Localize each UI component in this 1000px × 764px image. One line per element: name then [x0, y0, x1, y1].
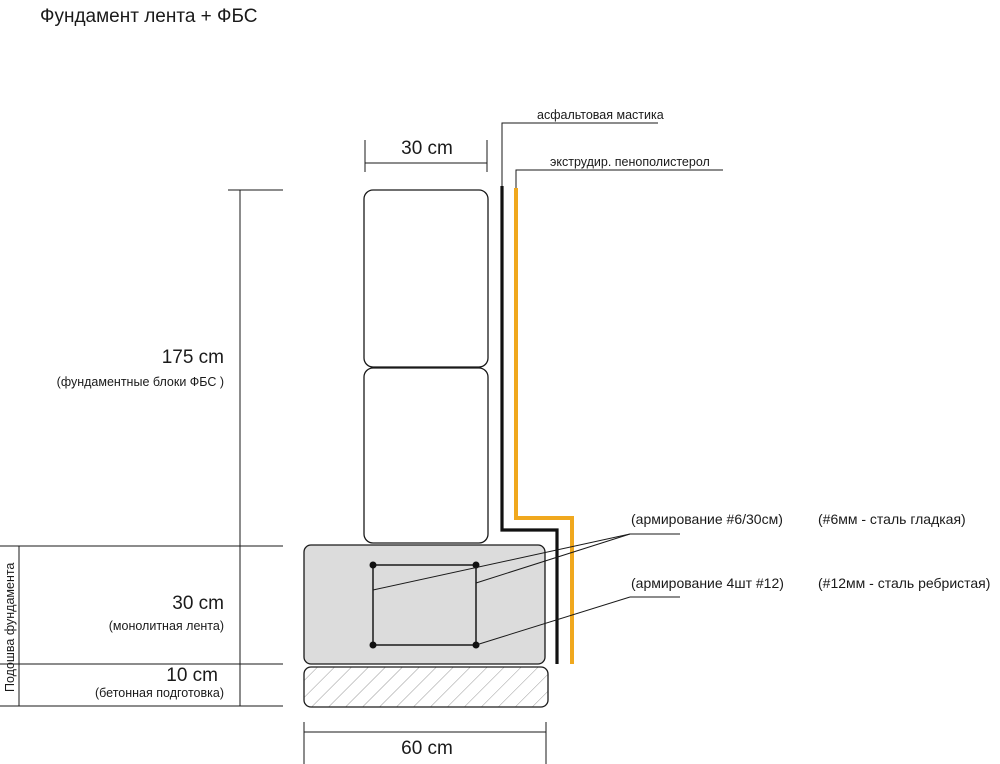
stirrup-leader-1: [372, 533, 631, 591]
rebar-bottom-left: [369, 641, 377, 649]
stirrups-label: (армирование #6/30см): [631, 511, 783, 527]
mastic-layer: [500, 186, 559, 664]
blocks-caption: (фундаментные блоки ФБС ): [57, 375, 224, 389]
stirrups-note: (#6мм - сталь гладкая): [818, 511, 966, 527]
rebar-top-left: [369, 561, 377, 569]
foam-leader: [515, 169, 723, 188]
diagram-title: Фундамент лента + ФБС: [40, 6, 257, 27]
foam-layer: [514, 188, 574, 664]
strip-caption: (монолитная лента): [109, 619, 224, 633]
bars-note: (#12мм - сталь ребристая): [818, 575, 990, 591]
blocks-height-label: 175 cm: [162, 347, 224, 368]
stirrup-leader-2: [475, 533, 631, 584]
block-width-label: 30 cm: [401, 138, 453, 159]
monolithic-strip: [303, 544, 546, 665]
foam-label: экструдир. пенополистерол: [550, 155, 710, 169]
bars-leader-1: [475, 596, 631, 646]
base-width-label: 60 cm: [401, 738, 453, 759]
concrete-preparation: [303, 666, 549, 708]
mastic-leader: [501, 122, 658, 186]
prep-height-label: 10 cm: [166, 665, 218, 686]
strip-height-label: 30 cm: [172, 593, 224, 614]
mastic-label: асфальтовая мастика: [537, 108, 664, 122]
bars-label: (армирование 4шт #12): [631, 575, 784, 591]
fbs-block-upper: [363, 189, 489, 368]
sole-label: Подошва фундамента: [3, 563, 17, 692]
prep-caption: (бетонная подготовка): [95, 686, 224, 700]
reinforcement-stirrup: [372, 564, 477, 646]
fbs-block-lower: [363, 367, 489, 544]
